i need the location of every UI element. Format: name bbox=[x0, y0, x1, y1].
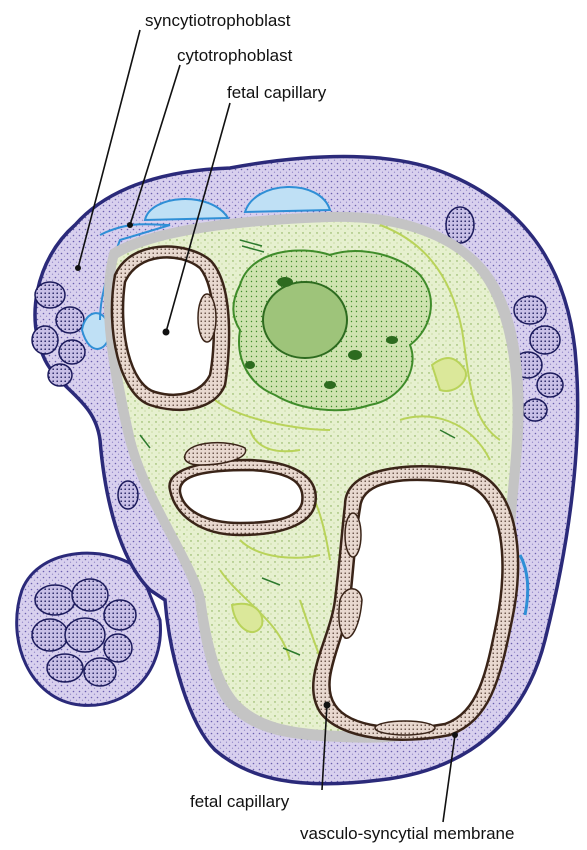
macrophage-nucleus bbox=[263, 282, 347, 358]
label-cytotrophoblast: cytotrophoblast bbox=[177, 47, 292, 64]
label-syncytiotrophoblast: syncytiotrophoblast bbox=[145, 12, 291, 29]
fetal-capillary-lower bbox=[313, 466, 518, 739]
vsm-nucleus bbox=[375, 721, 435, 735]
label-fetal-capillary-top: fetal capillary bbox=[227, 84, 326, 101]
endothelial-nucleus-lower bbox=[345, 513, 361, 557]
fetal-capillary-upper bbox=[112, 246, 229, 409]
label-vasculo-syncytial-membrane: vasculo-syncytial membrane bbox=[300, 825, 514, 842]
macrophage bbox=[233, 250, 431, 410]
endothelial-nucleus bbox=[198, 294, 216, 342]
label-fetal-capillary-bottom: fetal capillary bbox=[190, 793, 289, 810]
